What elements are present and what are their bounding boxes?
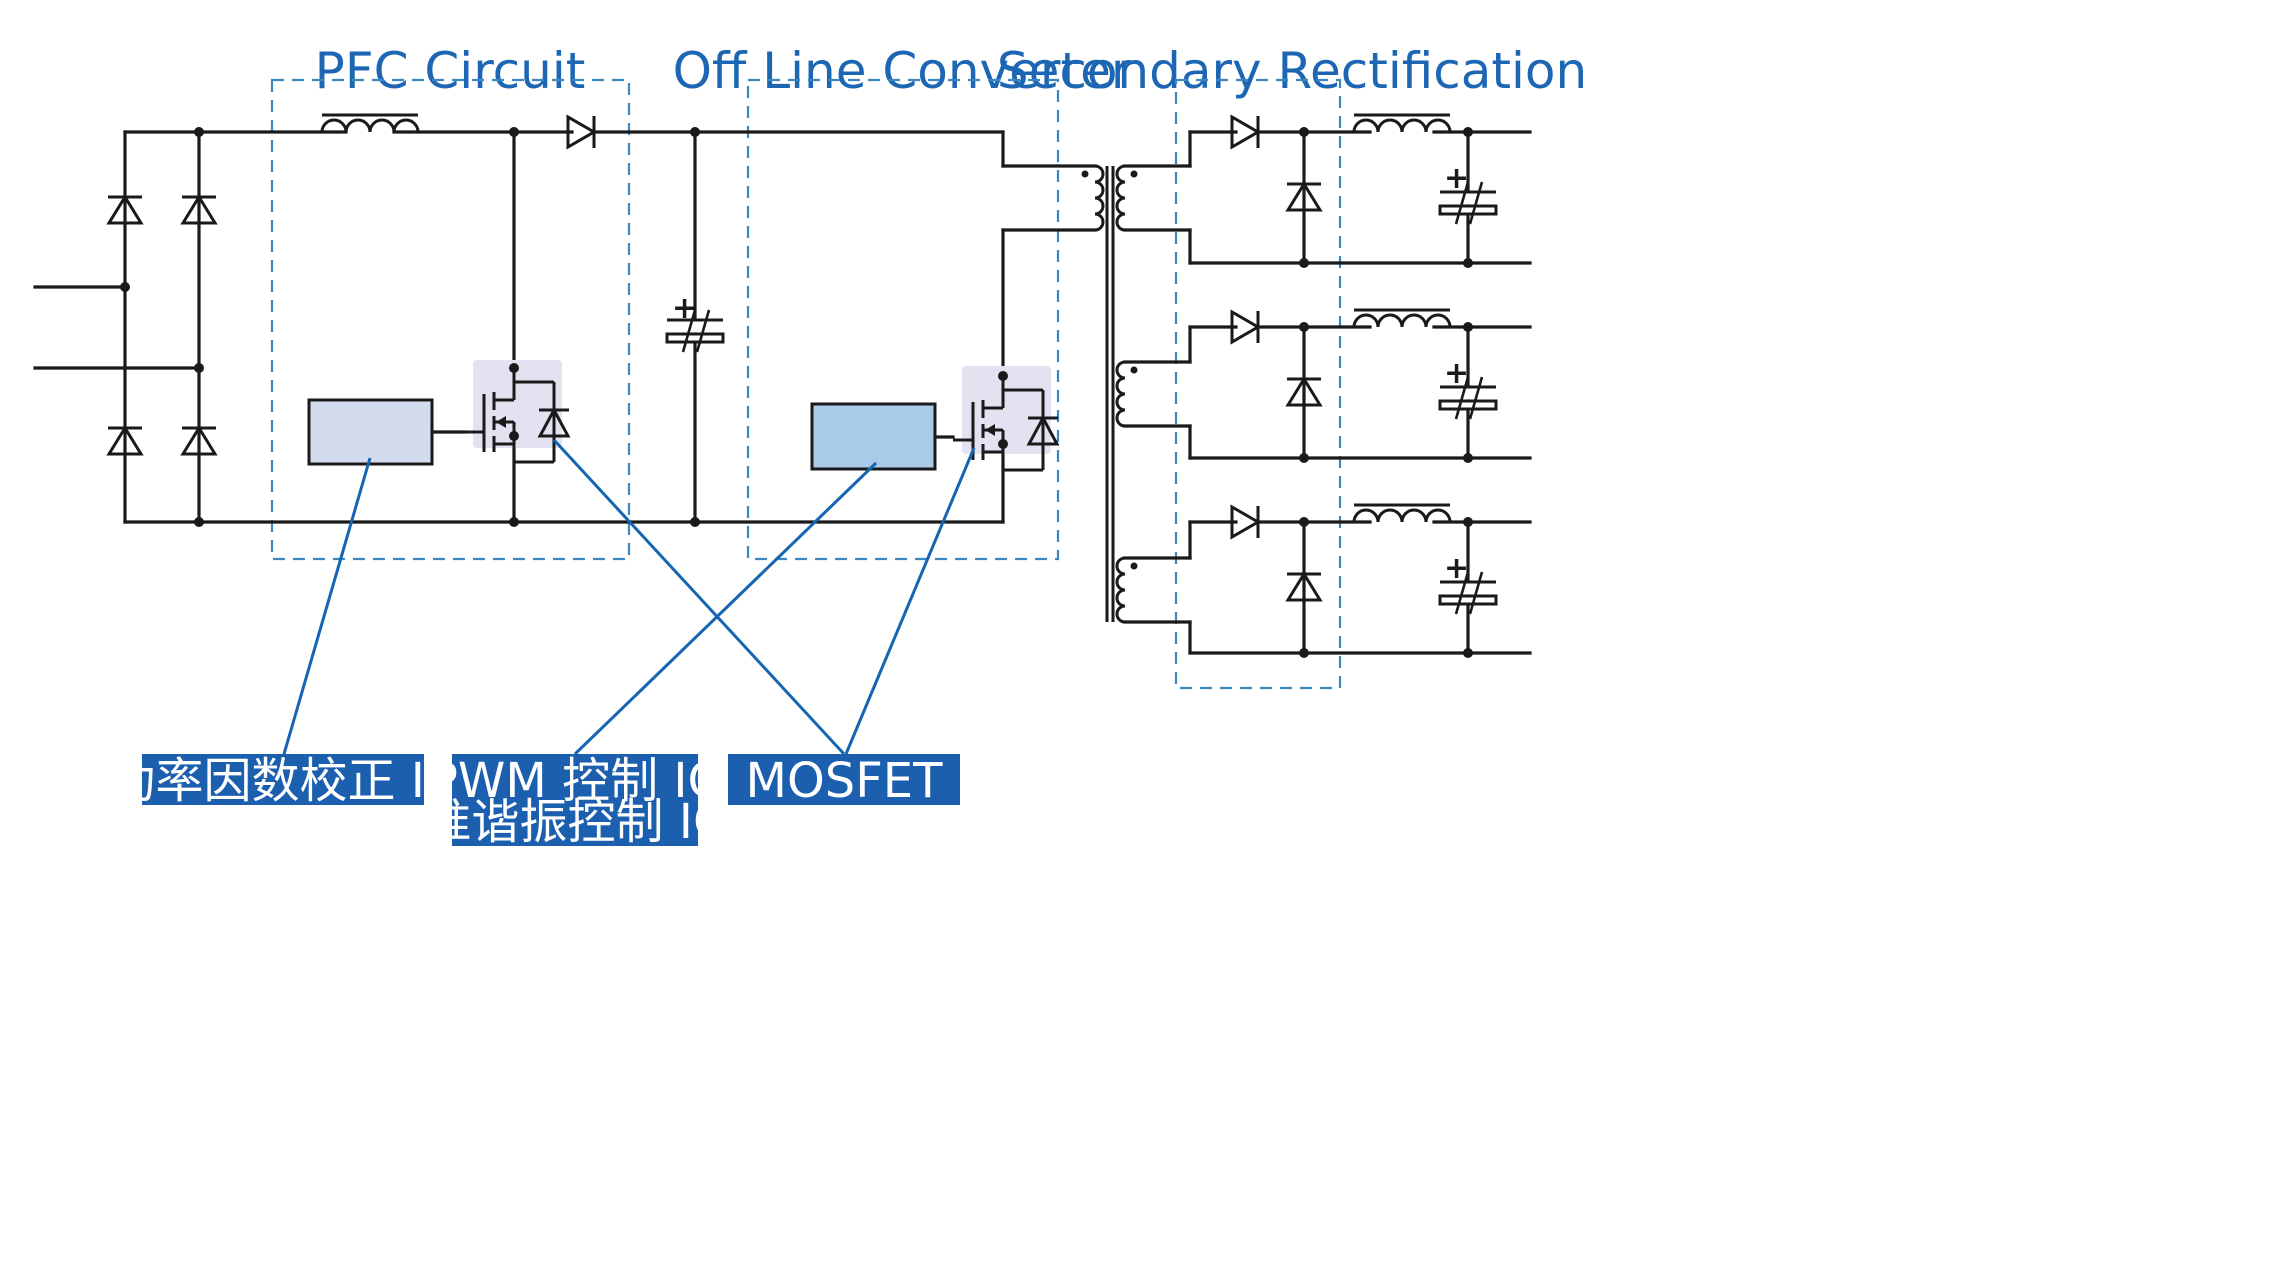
converter-switch-branch (1001, 130, 1097, 524)
callout-pfc-mosfet (552, 438, 846, 756)
label-pwm-ic-line2: 准谐振控制 IC (424, 794, 727, 850)
label-pfc-ic-text: 功率因数校正 IC (108, 753, 459, 809)
svg-text:+: + (672, 291, 697, 326)
transformer (1081, 164, 1138, 624)
bulk-capacitor: + (665, 130, 725, 524)
pfc-section-title: PFC Circuit (315, 42, 586, 100)
pfc-ic-block (307, 398, 434, 466)
label-pwm-ic: PWM 控制 IC 准谐振控制 IC (424, 753, 727, 850)
svg-text:+: + (1444, 161, 1469, 196)
callout-pfc-ic (282, 457, 372, 755)
callout-pwm-ic (573, 461, 878, 756)
secondary-section-title: Secondary Rectification (997, 42, 1587, 100)
callout-converter-mosfet (844, 447, 976, 755)
secondary-output-3: + (1123, 503, 1532, 658)
pfc-inductor (320, 113, 420, 134)
svg-text:+: + (1444, 356, 1469, 391)
secondary-output-1: + (1123, 113, 1532, 268)
svg-text:+: + (1444, 551, 1469, 586)
bridge-rectifier (33, 130, 218, 524)
pfc-section-box (270, 78, 631, 561)
pwm-ic-block (810, 402, 937, 471)
label-mosfet: MOSFET (728, 753, 960, 809)
label-pfc-ic: 功率因数校正 IC (108, 753, 459, 809)
converter-section-title: Off Line Converter (673, 42, 1132, 100)
secondary-section-box (1174, 78, 1342, 690)
label-pwm-ic-line1: PWM 控制 IC (429, 753, 721, 809)
label-mosfet-text: MOSFET (746, 753, 944, 809)
converter-section-box (746, 78, 1060, 561)
dc-rails (123, 127, 1005, 527)
secondary-output-2: + (1123, 308, 1532, 463)
